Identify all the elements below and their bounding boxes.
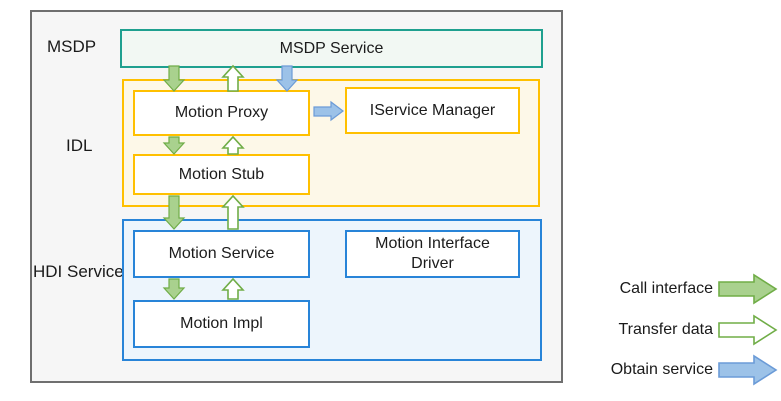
legend-label-obtain-service: Obtain service <box>610 361 713 378</box>
legend-label-call-interface: Call interface <box>619 280 713 297</box>
msdp-service-box: MSDP Service <box>120 29 543 68</box>
motion-stub-box: Motion Stub <box>133 154 310 195</box>
legend-label-transfer-data: Transfer data <box>618 321 713 338</box>
legend-obtain-service-arrow-icon <box>718 354 778 386</box>
layer-label-hdi-service: HDI Service <box>33 262 124 281</box>
motion-proxy-box: Motion Proxy <box>133 90 310 136</box>
layer-label-msdp: MSDP <box>47 37 97 56</box>
motion-service-box: Motion Service <box>133 230 310 278</box>
motion-impl-box: Motion Impl <box>133 300 310 348</box>
motion-interface-driver-box: Motion Interface Driver <box>345 230 520 278</box>
legend-call-interface-arrow-icon <box>718 273 778 305</box>
legend-transfer-data-arrow-icon <box>718 314 778 346</box>
layer-label-idl: IDL <box>66 136 93 155</box>
iservice-manager-box: IService Manager <box>345 87 520 134</box>
